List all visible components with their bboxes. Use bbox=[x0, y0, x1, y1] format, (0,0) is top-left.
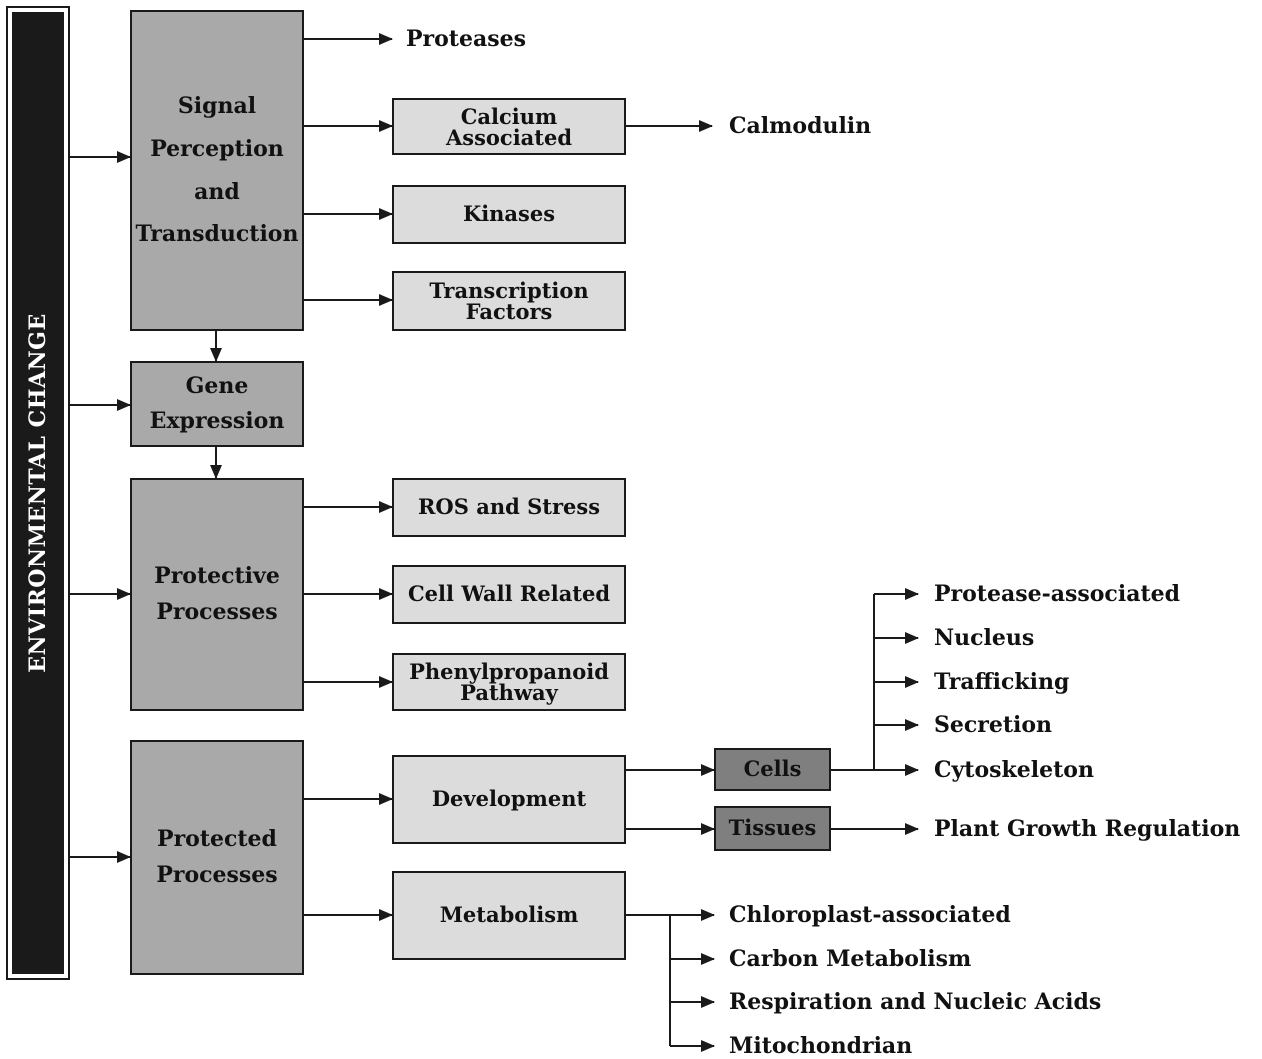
environmental-change-fill: ENVIRONMENTAL CHANGE bbox=[12, 12, 64, 974]
calcium-associated-box: Calcium Associated bbox=[392, 98, 626, 155]
metabolism-item-respiration: Respiration and Nucleic Acids bbox=[729, 989, 1102, 1015]
environmental-change-label: ENVIRONMENTAL CHANGE bbox=[25, 313, 51, 673]
development-label: Development bbox=[431, 786, 587, 812]
cells-item-protease: Protease-associated bbox=[934, 581, 1180, 607]
gene-expression-label: Gene Expression bbox=[149, 372, 285, 434]
calmodulin-label: Calmodulin bbox=[729, 113, 872, 139]
ros-stress-box: ROS and Stress bbox=[392, 478, 626, 537]
transcription-factors-label: Transcription Factors bbox=[429, 278, 589, 324]
metabolism-box: Metabolism bbox=[392, 871, 626, 960]
phenylpropanoid-label: Phenylpropanoid Pathway bbox=[409, 659, 609, 705]
phenylpropanoid-box: Phenylpropanoid Pathway bbox=[392, 653, 626, 711]
tissues-label: Tissues bbox=[728, 815, 817, 841]
cell-wall-box: Cell Wall Related bbox=[392, 565, 626, 624]
cells-box: Cells bbox=[714, 748, 831, 791]
development-box: Development bbox=[392, 755, 626, 844]
metabolism-item-mitochondrian: Mitochondrian bbox=[729, 1033, 913, 1059]
protective-processes-box: Protective Processes bbox=[130, 478, 304, 711]
cell-wall-label: Cell Wall Related bbox=[407, 581, 611, 607]
cells-item-cytoskeleton: Cytoskeleton bbox=[934, 757, 1094, 783]
cells-item-trafficking: Trafficking bbox=[934, 669, 1070, 695]
metabolism-label: Metabolism bbox=[439, 902, 579, 928]
environmental-change-bar: ENVIRONMENTAL CHANGE bbox=[6, 6, 70, 980]
cells-label: Cells bbox=[743, 756, 802, 782]
protective-processes-label: Protective Processes bbox=[154, 563, 280, 625]
cells-item-secretion: Secretion bbox=[934, 712, 1053, 738]
proteases-label: Proteases bbox=[406, 26, 526, 52]
signal-perception-label: Signal Perception and Transduction bbox=[135, 92, 299, 248]
ros-stress-label: ROS and Stress bbox=[417, 494, 601, 520]
tissues-box: Tissues bbox=[714, 806, 831, 851]
cells-item-nucleus: Nucleus bbox=[934, 625, 1035, 651]
metabolism-item-chloroplast: Chloroplast-associated bbox=[729, 902, 1011, 928]
transcription-factors-box: Transcription Factors bbox=[392, 271, 626, 331]
calcium-associated-label: Calcium Associated bbox=[445, 103, 573, 150]
signal-perception-box: Signal Perception and Transduction bbox=[130, 10, 304, 331]
gene-expression-box: Gene Expression bbox=[130, 361, 304, 447]
protected-processes-label: Protected Processes bbox=[156, 826, 278, 888]
kinases-label: Kinases bbox=[462, 201, 556, 227]
protected-processes-box: Protected Processes bbox=[130, 740, 304, 975]
metabolism-item-carbon: Carbon Metabolism bbox=[729, 946, 972, 972]
kinases-box: Kinases bbox=[392, 185, 626, 244]
tissues-item-growth: Plant Growth Regulation bbox=[934, 816, 1241, 842]
